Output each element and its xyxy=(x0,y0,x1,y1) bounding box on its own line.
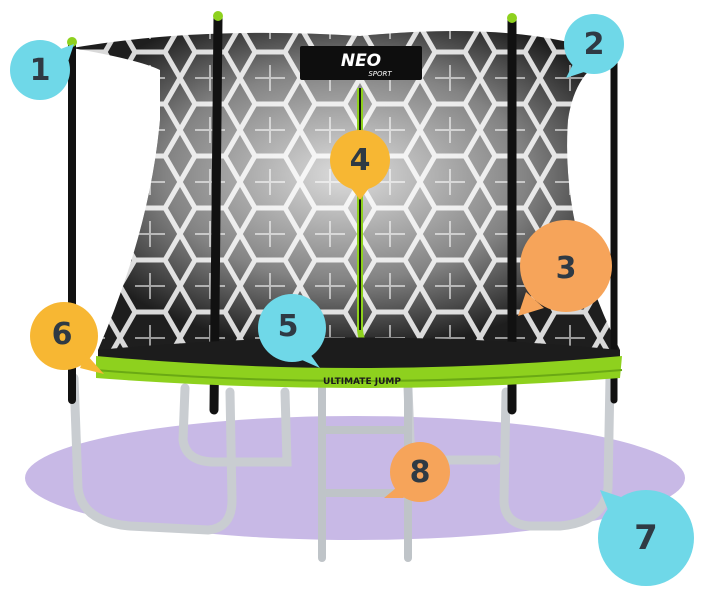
frame-padding xyxy=(96,356,622,388)
callout-5: 5 xyxy=(256,294,326,368)
jump-mat xyxy=(98,337,620,369)
model-label: ULTIMATE JUMP xyxy=(323,377,401,387)
callout-8: 8 xyxy=(384,440,452,504)
svg-text:NEO: NEO xyxy=(341,51,381,71)
brand-logo: NEO SPORT xyxy=(300,46,422,80)
callout-2: 2 xyxy=(562,12,626,78)
callout-3: 3 xyxy=(518,220,614,316)
svg-text:SPORT: SPORT xyxy=(368,70,392,78)
callout-4: 4 xyxy=(328,128,392,200)
ground-shadow xyxy=(25,416,685,540)
callout-7: 7 xyxy=(598,490,694,586)
callout-1: 1 xyxy=(8,38,74,102)
callout-6: 6 xyxy=(30,302,104,374)
